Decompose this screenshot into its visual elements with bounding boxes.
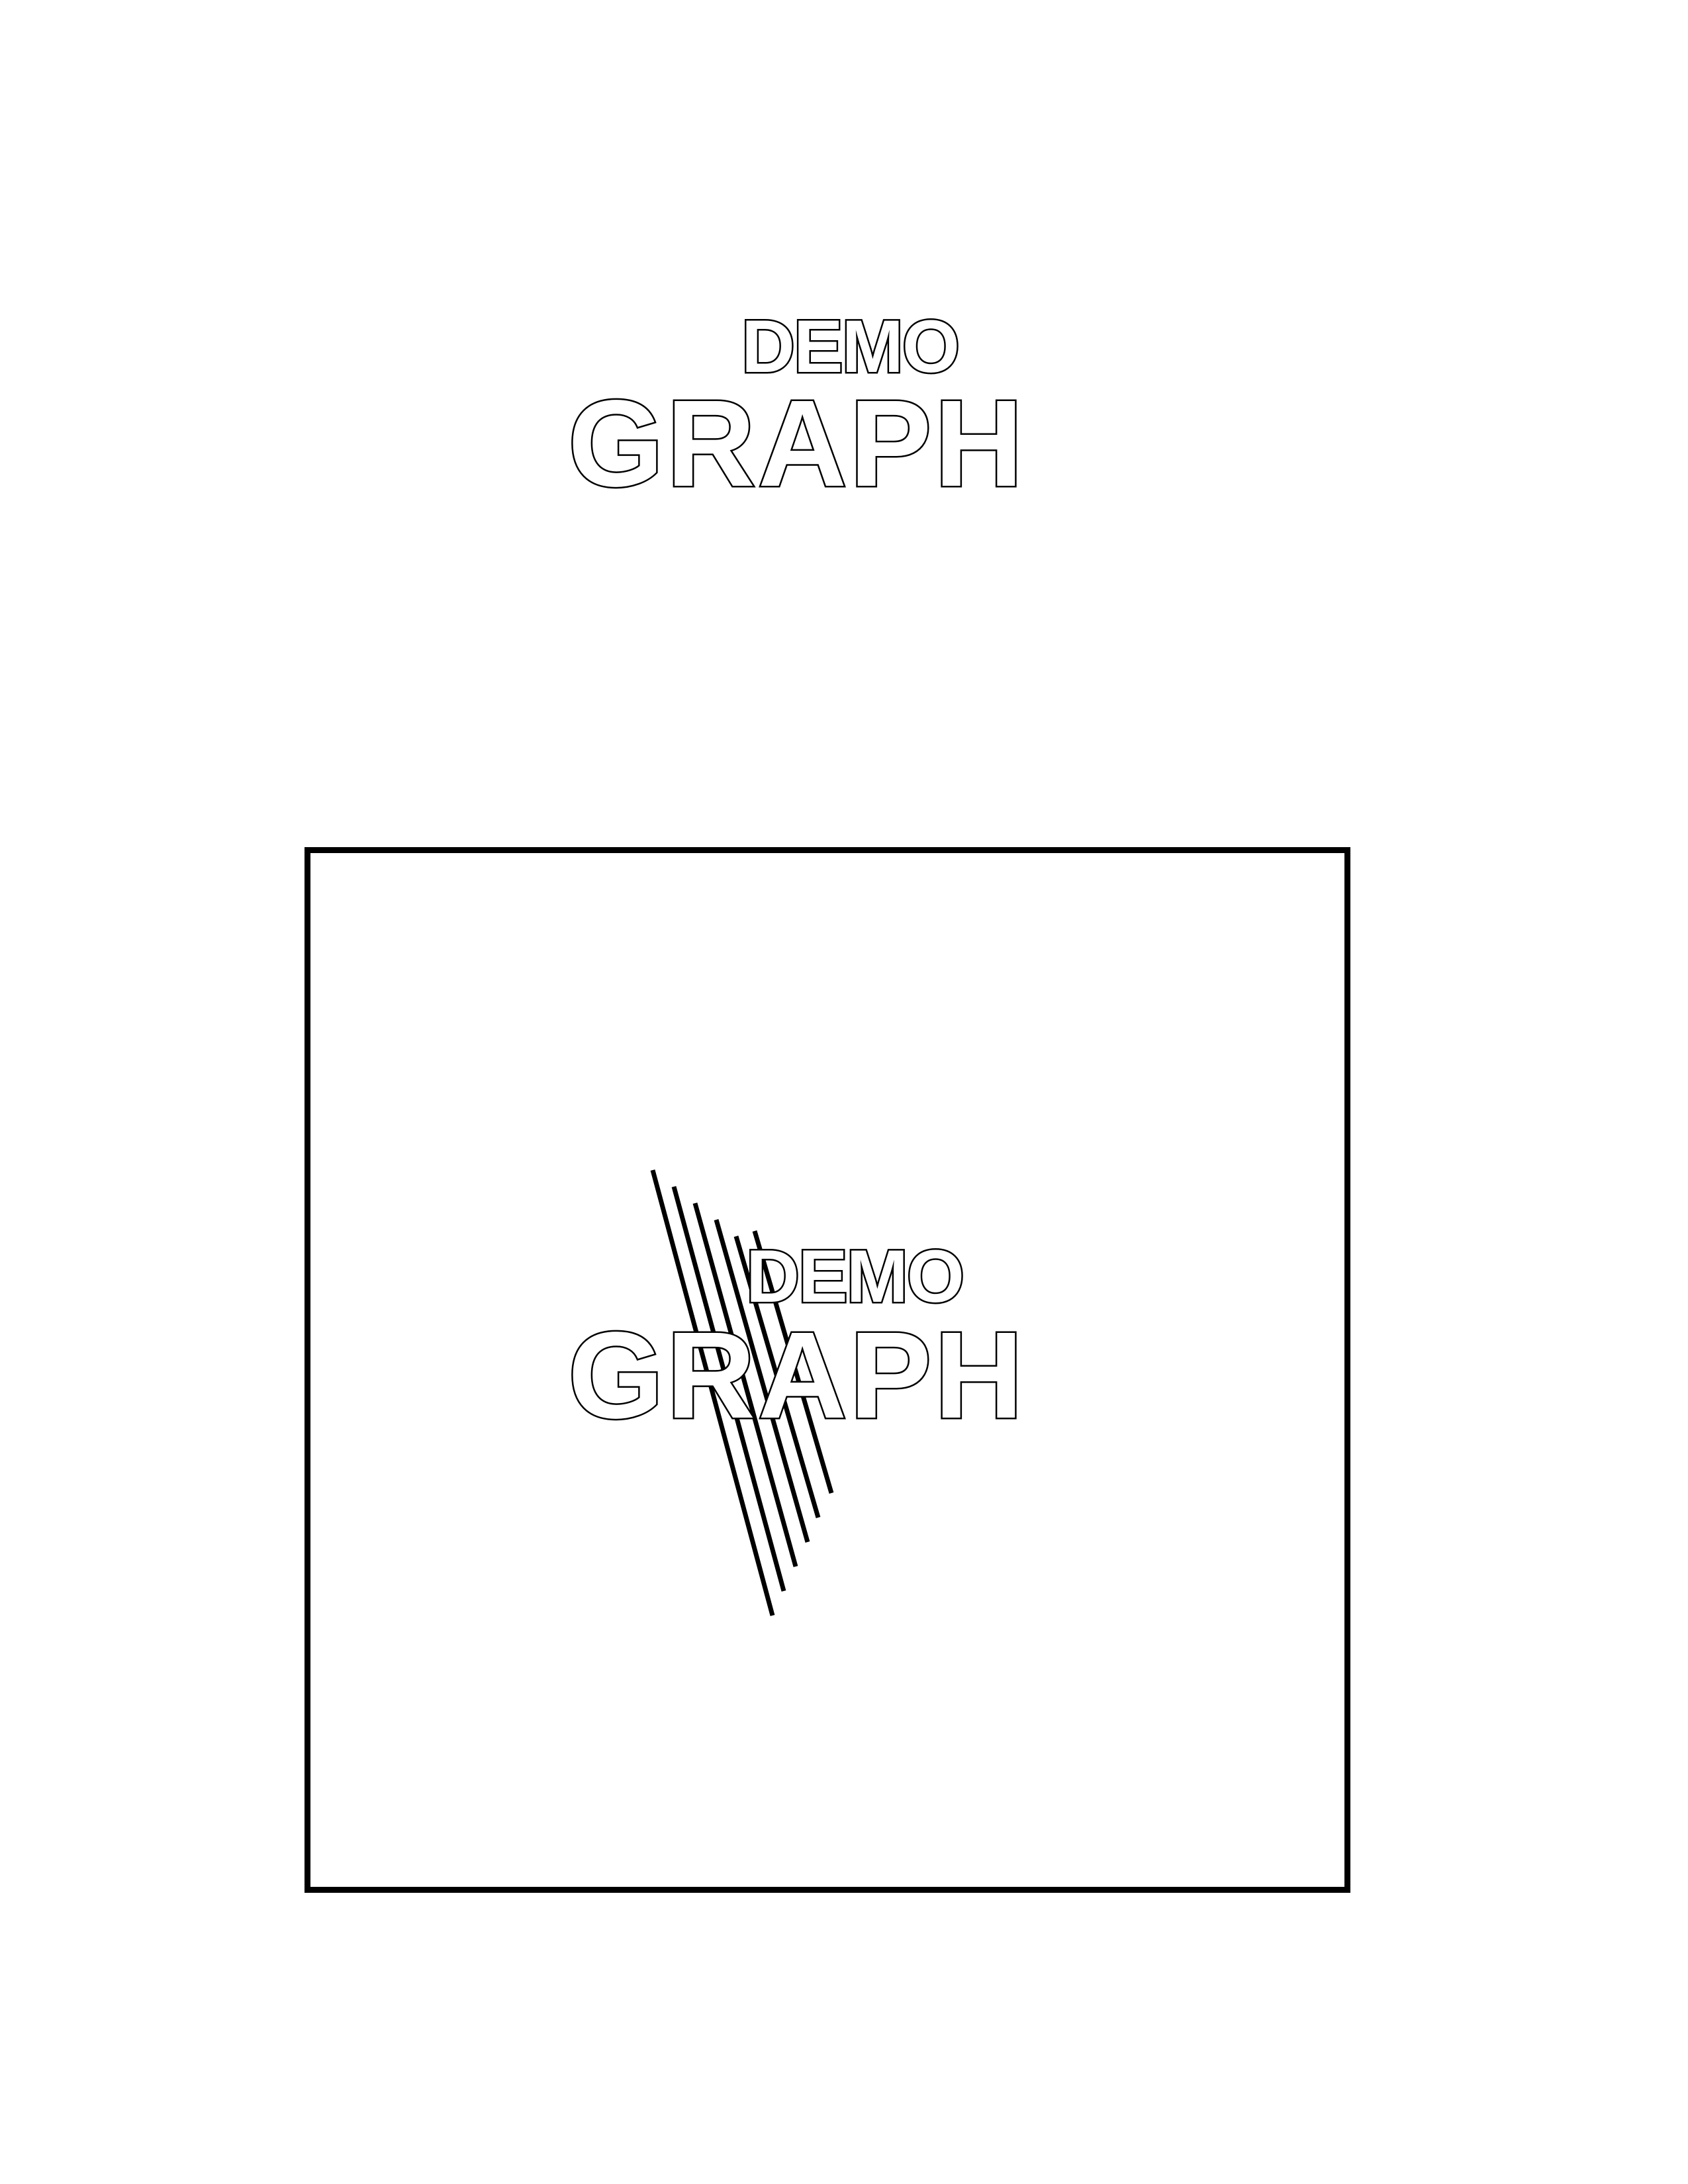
logo-top-demo-text: DEMO	[740, 305, 962, 388]
logo-frame	[305, 847, 1350, 1893]
logo-framed-demo-text: DEMO	[745, 1235, 966, 1318]
logo-top-graph-text: GRAPH	[567, 375, 1026, 512]
logo-framed-graph-text: GRAPH	[567, 1307, 1026, 1444]
